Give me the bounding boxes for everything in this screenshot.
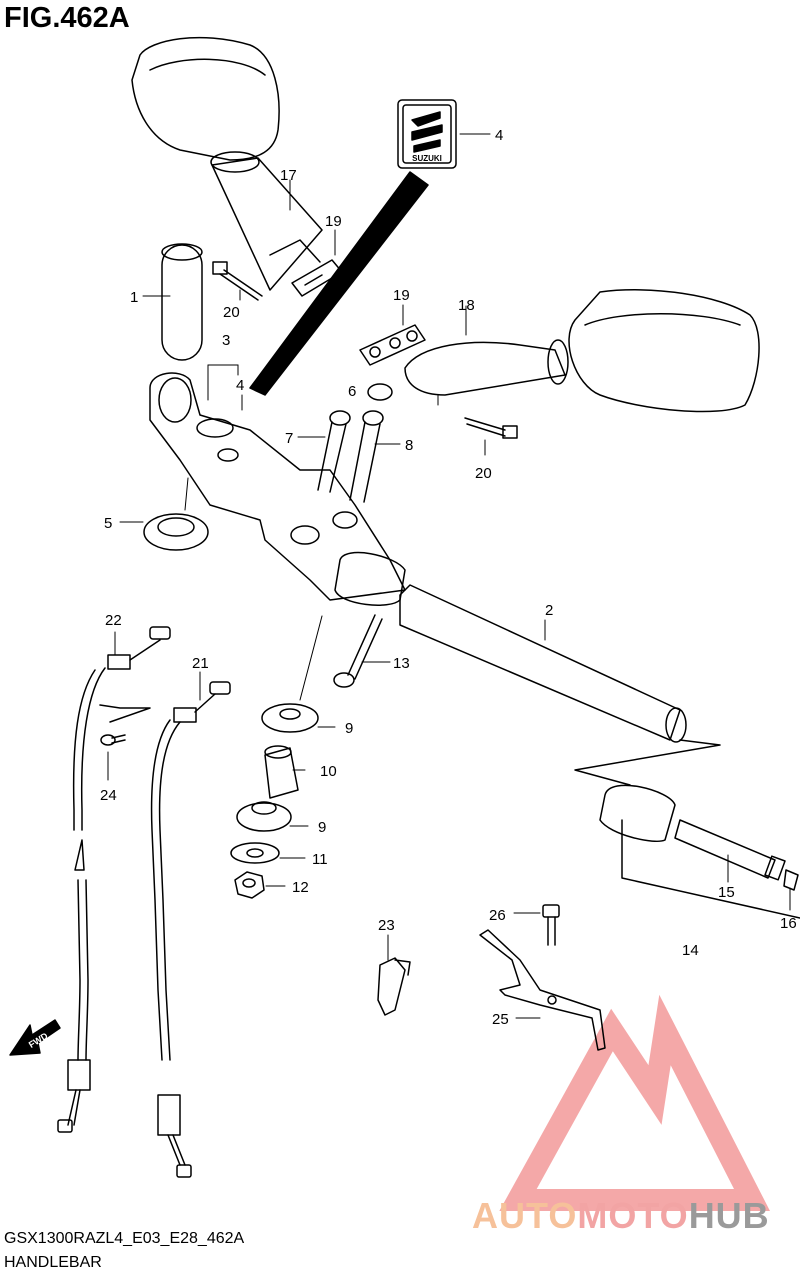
- callout-23: 23: [378, 917, 395, 934]
- callout-17: 17: [280, 167, 297, 184]
- screw-24: [100, 734, 126, 746]
- callout-19-left: 19: [325, 213, 342, 230]
- callout-26: 26: [489, 907, 506, 924]
- leader-lines: [107, 133, 791, 1019]
- damper-9-lower: [236, 801, 292, 832]
- right-mirror: [404, 289, 760, 413]
- watermark-part-moto: MOTO: [577, 1195, 689, 1236]
- callout-2: 2: [545, 602, 553, 619]
- damper-9-upper: [261, 703, 319, 733]
- callout-16: 16: [780, 915, 797, 932]
- callout-19-right: 19: [393, 287, 410, 304]
- callout-labels: 1 2 3 4 4 5 6 7 8 9 9 10 11 12 13 14 15 …: [27, 127, 797, 1050]
- callout-25: 25: [492, 1011, 509, 1028]
- watermark-part-auto: AUTO: [472, 1195, 578, 1236]
- suzuki-emblem: [397, 99, 457, 169]
- bolt-26: [542, 904, 560, 946]
- callout-8: 8: [405, 437, 413, 454]
- grip: [161, 243, 203, 361]
- callout-5: 5: [104, 515, 112, 532]
- throttle-cable-21: [150, 681, 231, 1178]
- callout-12: 12: [292, 879, 309, 896]
- callout-18: 18: [458, 297, 475, 314]
- watermark-text: AUTOMOTOHUB: [472, 1195, 770, 1237]
- figure-title: FIG.462A: [4, 2, 130, 34]
- left-mirror: [131, 36, 323, 291]
- leader-14: [621, 819, 800, 919]
- section-name: HANDLEBAR: [4, 1254, 102, 1271]
- callout-22: 22: [105, 612, 122, 629]
- handlebar: [399, 584, 687, 743]
- callout-4-emblem: 4: [495, 127, 503, 144]
- washer-11: [230, 842, 280, 864]
- throttle-cable-22: [57, 626, 171, 1133]
- bolt-20-right: [464, 417, 518, 439]
- spacer-19-right: [359, 324, 426, 366]
- callout-11: 11: [312, 851, 328, 868]
- clamp-23: [377, 957, 411, 1016]
- callout-13: 13: [393, 655, 410, 672]
- bolt-20-upper: [212, 261, 263, 301]
- callout-6: 6: [348, 383, 356, 400]
- model-code: GSX1300RAZL4_E03_E28_462A: [4, 1230, 245, 1247]
- callout-14: 14: [682, 942, 699, 959]
- watermark-logo: [499, 994, 770, 1211]
- callout-20-right: 20: [475, 465, 492, 482]
- bolt-7: [317, 410, 351, 493]
- callout-9-lower: 9: [318, 819, 326, 836]
- handlebar-holder: [149, 372, 406, 606]
- watermark-part-hub: HUB: [688, 1195, 770, 1236]
- callout-15: 15: [718, 884, 735, 901]
- callout-3: 3: [222, 332, 230, 349]
- collar-10: [264, 745, 299, 799]
- handlebar-break: [574, 739, 721, 786]
- emblem-pointer-arrow: [249, 171, 429, 396]
- callout-9-upper: 9: [345, 720, 353, 737]
- callout-24: 24: [100, 787, 117, 804]
- callout-7: 7: [285, 430, 293, 447]
- suzuki-logo-text: SUZUKI: [412, 154, 442, 163]
- callout-1: 1: [130, 289, 138, 306]
- handlebar-end: [599, 784, 799, 891]
- callout-4-sticker: 4: [236, 377, 244, 394]
- nut-12: [234, 871, 265, 899]
- fwd-arrow: [9, 1019, 61, 1056]
- leader-24: [99, 704, 151, 723]
- bolt-13: [333, 614, 383, 688]
- callout-10: 10: [320, 763, 337, 780]
- cap: [367, 383, 393, 401]
- grommet-5: [143, 513, 209, 551]
- callout-21: 21: [192, 655, 209, 672]
- bolt-8: [349, 410, 384, 503]
- bracket-25: [479, 929, 606, 1051]
- callout-20-left: 20: [223, 304, 240, 321]
